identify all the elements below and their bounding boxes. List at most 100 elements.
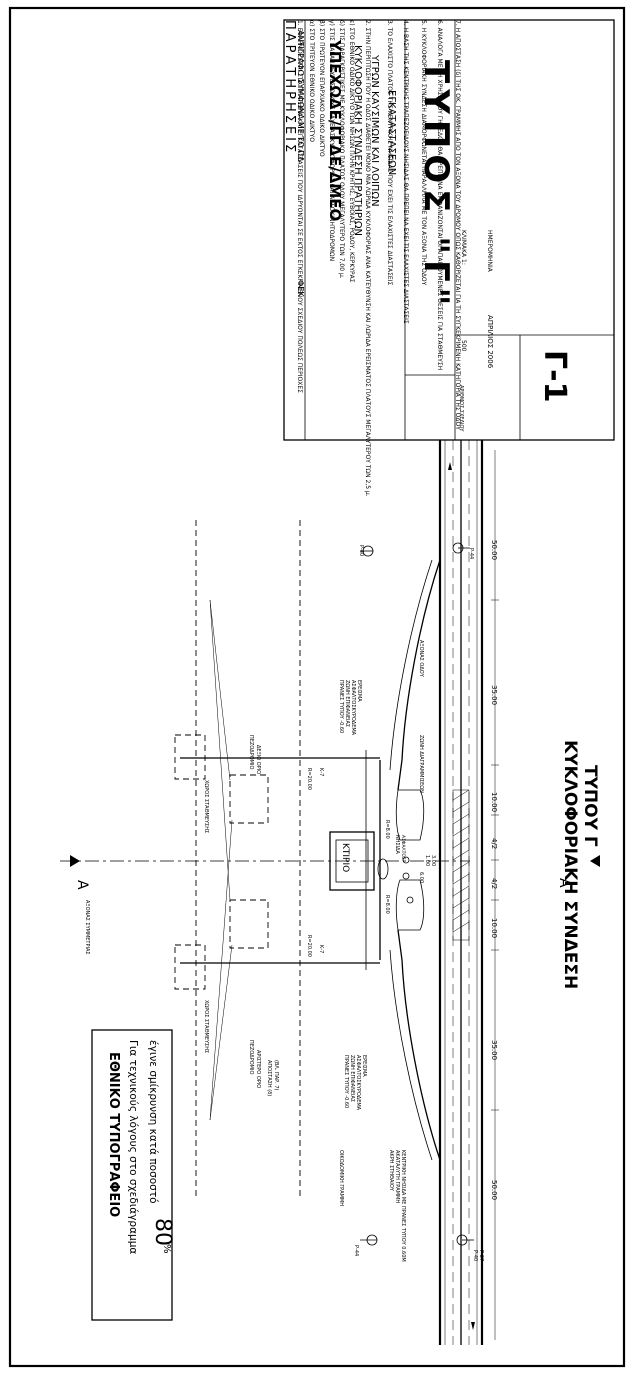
- main-title-line-2: ΤΥΠΟΥ Γ: [580, 765, 600, 847]
- sign-p44-bottom: [360, 1234, 378, 1246]
- symmetry-axis-label: ΑΞΟΝΑΣ ΣΥΜΜΕΤΡΙΑΣ: [84, 900, 90, 955]
- radius-bottom: R=20.00: [306, 935, 312, 957]
- section-marker-left: [70, 855, 80, 867]
- drawing-number: Γ-1: [537, 350, 572, 402]
- island-label: ΝΗΣΙΔΑ: [394, 835, 400, 855]
- note-7: 7. Η ΑΠΟΣΤΑΣΗ (δ) ΤΗΣ ΟΚ. ΓΡΑΜΜΗΣ ΑΠΟ ΤΟ…: [454, 20, 461, 430]
- dim-10-top: 10.00: [490, 792, 498, 812]
- dim-35-bottom: 35.00: [490, 1040, 498, 1060]
- stamp-box: [91, 1029, 173, 1321]
- left-limit-label: ΑΡΙΣΤΕΡΟ ΟΡΙΟ: [255, 1050, 261, 1088]
- stamp-line-1: Για τεχνικούς λόγους στο σχεδιάγραμμα: [127, 1040, 139, 1254]
- note-6: 6. ΑΝΑΛΟΓΑ ΜΕ ΤΗ ΧΡΗΣΗ ΤΟΥ ΓΗΠΕΔΟΥ ΘΑ ΠΡ…: [436, 20, 443, 370]
- dim-35-top: 35.00: [490, 685, 498, 705]
- zone-top-label: ΖΩΝΗ ΕΠΙΦΑΝΕΙΑΣ: [344, 680, 350, 727]
- width-3: 3.00: [430, 855, 436, 866]
- radius-inner-top: R=8.00: [384, 820, 390, 839]
- sign-k7-top-label: Κ-7: [318, 768, 324, 776]
- scale-value: 500: [460, 340, 467, 352]
- subtitle-3: ΕΓΚΑΤΑΣΤΑΣΕΩΝ: [386, 90, 397, 175]
- scale-label: ΚΛΙΜΑΚΑ 1:: [460, 230, 467, 265]
- ereisma-bottom-label: ΕΡΕΙΣΜΑ: [361, 1055, 367, 1077]
- note-1e: ε) ΣΤΟ ΕΘΝΙΚΟ ΟΔΙΚΟ ΔΙΚΤΥΟ ΤΩΝ ΝΗΣΩΝ ΠΛΗ…: [348, 20, 355, 283]
- stamp-percent-sign: %: [161, 1244, 172, 1254]
- right-limit-label: ΔΕΞΙΟ ΟΡΙΟ: [255, 745, 261, 774]
- outer-frame: [8, 6, 626, 1368]
- zone-channel-label: ΖΩΝΗ ΔΙΑΓΡΑΜΜΙΣΕΩΝ: [418, 735, 424, 793]
- agency-title: ΥΠΕΧΩΔΕ/ΓΓΔΕ/ΔΜΕΟ: [326, 39, 344, 221]
- building-line-label: ΟΙΚΟΔΟΜΙΚΗ ΓΡΑΜΜΗ: [338, 1150, 344, 1206]
- road-axis-label: ΑΞΟΝΑΣ ΟΔΟΥ: [418, 640, 424, 678]
- sign-p44-bottom-label: Ρ-44: [353, 1245, 359, 1256]
- ereisma-top-label: ΕΡΕΙΣΜΑ: [356, 680, 362, 702]
- edge-line-label: ΑΚΡΗ ΣΤΗΘΑΙΟΥ: [388, 1150, 394, 1192]
- distance-ref: (ΒΛ. ΠΑΡ. 7): [273, 1060, 279, 1091]
- title-block-frame: [283, 19, 615, 441]
- date-value: ΑΠΡΙΛΙΟΣ 2006: [486, 315, 494, 369]
- exit-curve: [397, 929, 441, 1161]
- parking-bottom-label: ΧΩΡΟΣ ΣΤΑΘΜΕΥΣΗΣ: [203, 1000, 209, 1053]
- sign-p40-top: [360, 545, 374, 557]
- stamp-percent: 80: [150, 1218, 175, 1246]
- kiosk-building: [329, 831, 375, 891]
- note-5: 5. Η ΚΥΚΛΟΦΟΡΙΑΚΗ ΣΥΝΔΕΣΗ ΔΙΑΜΟΡΦΩΝΕΤΑΙ …: [420, 20, 427, 286]
- entry-curve: [397, 559, 441, 791]
- distance-note: ΑΠΟΣΤΑΣΗ (δ): [266, 1060, 272, 1096]
- dim-50-bottom: 50.00: [490, 1180, 498, 1200]
- sign-p44-top: [452, 542, 470, 554]
- hatched-island: [452, 789, 470, 941]
- sign-p44-top-label: Ρ-44: [468, 548, 474, 559]
- sign-p40-bottom-label: Ρ-40: [472, 1250, 478, 1261]
- sidewalk-bottom-label: ΠΕΖΟΔΡΟΜΙΟ: [248, 1040, 254, 1074]
- central-island-label: ΚΕΝΤΡΙΚΗ ΝΗΣΙΔΑ ΜΕ ΠΡΑΝΕΣ ΤΥΠΟΥ 0.60Μ: [400, 1150, 406, 1262]
- notes-block: ΠΑΡΑΤΗΡΗΣΕΙΣ 1. ΕΦΑΡΜΟΖΕΤΑΙ ΣΤΑ ΠΡΑΤΗΡΙΑ…: [282, 20, 461, 497]
- note-2: 2. ΣΤΗΝ ΠΕΡΙΠΤΩΣΗ ΠΟΥ Η ΟΔΟΣ ΔΙΑΘΕΤΕΙ ΜΟ…: [364, 20, 371, 497]
- stamp-title: ΕΘΝΙΚΟ ΤΥΠΟΓΡΑΦΕΙΟ: [106, 1052, 121, 1217]
- dim-half-bottom: 4/2: [490, 878, 498, 889]
- section-label-right: Α: [556, 878, 572, 888]
- sidewalk-top-label: ΠΕΖΟΔΡΟΜΙΟ: [248, 735, 254, 769]
- dim-half-top: 4/2: [490, 838, 498, 849]
- note-1c: γ) ΣΤΙΣ ΠΑΡΑΠΛΕΥΡΕΣ ΟΔΟΥΣ ΤΑΧΕΙΑΣ ΚΥΚΛΟΦ…: [328, 20, 335, 261]
- pump-island: [377, 858, 389, 880]
- type-label: ΤΥΠΟΣ "Γ": [416, 60, 456, 311]
- fek-label: ΦΕΚ: [296, 280, 305, 297]
- note-1b: β) ΣΤΟ ΠΡΩΤΕΥΟΝ ΕΠΑΡΧΙΑΚΟ ΟΔΙΚΟ ΔΙΚΤΥΟ: [318, 20, 325, 157]
- dim-10-bottom: 10.00: [490, 918, 498, 938]
- sign-p27-bottom-label: Ρ-27: [478, 1250, 484, 1261]
- zone-bottom2-label: ΑΣΦΑΛΤΟΣΚΥΡΟΔΕΜΑ: [355, 1055, 361, 1111]
- island-sub-label: ΑΣΦΑΛΤΟΣ: [400, 835, 406, 860]
- parking-spaces: [174, 734, 269, 990]
- continuous-line-label: ΑΚΑΤΑΛΥΤΗ ΓΡΑΜΜΗ: [394, 1150, 400, 1203]
- radius-inner-bottom: R=8.00: [384, 895, 390, 914]
- note-3: 3. ΤΟ ΕΛΑΧΙΣΤΟ ΠΛΑΤΟΣ ΤΗΣ ΚΕΝΤΡΙΚΗΣ ΝΗΣΙ…: [386, 20, 393, 285]
- sign-k7-bottom-label: Κ-7: [318, 945, 324, 953]
- notes-heading: ΠΑΡΑΤΗΡΗΣΕΙΣ: [282, 20, 297, 155]
- subtitle-1: ΚΥΚΛΟΦΟΡΙΑΚΗ ΣΥΝΔΕΣΗ ΠΡΑΤΗΡΙΩΝ: [352, 45, 363, 236]
- parking-top-label: ΧΩΡΟΣ ΣΤΑΘΜΕΥΣΗΣ: [203, 780, 209, 833]
- width-6: 6.00: [418, 872, 424, 883]
- zone-top2-label: ΑΣΦΑΛΤΟΣΚΥΡΟΔΕΜΑ: [350, 680, 356, 736]
- grade-top-label: ΠΡΑΝΕΣ ΤΥΠΟΥ -0.60: [338, 680, 344, 733]
- width-1: 1.00: [424, 855, 430, 866]
- note-1a: α) ΣΤΟ ΤΡΙΤΕΥΟΝ ΕΘΝΙΚΟ ΟΔΙΚΟ ΔΙΚΤΥΟ: [308, 20, 315, 142]
- note-4: 4. Η ΒΑΣΗ ΤΗΣ ΚΕΝΤΡΙΚΗΣ ΤΡΑΠΕΖΟΕΙΔΟΥΣ ΝΗ…: [402, 20, 409, 324]
- subtitle-2: ΥΓΡΩΝ ΚΑΥΣΙΜΩΝ ΚΑΙ ΛΟΙΠΩΝ: [369, 54, 380, 207]
- kiosk-label: ΚΤΙΡΙΟ: [340, 843, 350, 872]
- main-title-line-1: ΚΥΚΛΟΦΟΡΙΑΚΗ ΣΥΝΔΕΣΗ: [560, 740, 580, 989]
- section-marker-right: [590, 855, 600, 867]
- stamp-line-2: έγινε σμίκρυνση κατά ποσοστό: [147, 1040, 159, 1204]
- note-1: 1. ΕΦΑΡΜΟΖΕΤΑΙ ΣΤΑ ΠΡΑΤΗΡΙΑ ΚΑΙ ΕΓΚΑΤΑΣΤ…: [296, 20, 303, 393]
- copy-line: ΑΝΤΙΓΡΑΦΟ ΣΥΜΦΩΝΑ ΜΕ ΤΟ ΠΔ: [296, 30, 305, 162]
- radius-top: R=20.00: [306, 768, 312, 790]
- grade-bottom-label: ΠΡΑΝΕΣ ΤΥΠΟΥ -0.60: [343, 1055, 349, 1108]
- dim-50-top: 50.00: [490, 540, 498, 560]
- note-1d: δ) ΣΤΙΣ ΠΑΡΑΓΚΡΙΣΤΙΚΕΣ ΜΕ ΚΥΚΛΟΦΟΡΙΑΚΟ Π…: [338, 20, 345, 279]
- zone-bottom-label: ΖΩΝΗ ΕΠΙΦΑΝΕΙΑΣ: [349, 1055, 355, 1102]
- section-label-left: Α: [74, 880, 90, 890]
- sign-p40-bottom: [456, 1234, 474, 1246]
- drawing-number-label: ΑΡΙΘΜΟΣ ΣΧΕΔΙΟΥ: [458, 385, 464, 432]
- date-label: ΗΜΕΡΟΜΗΝΙΑ: [486, 230, 493, 273]
